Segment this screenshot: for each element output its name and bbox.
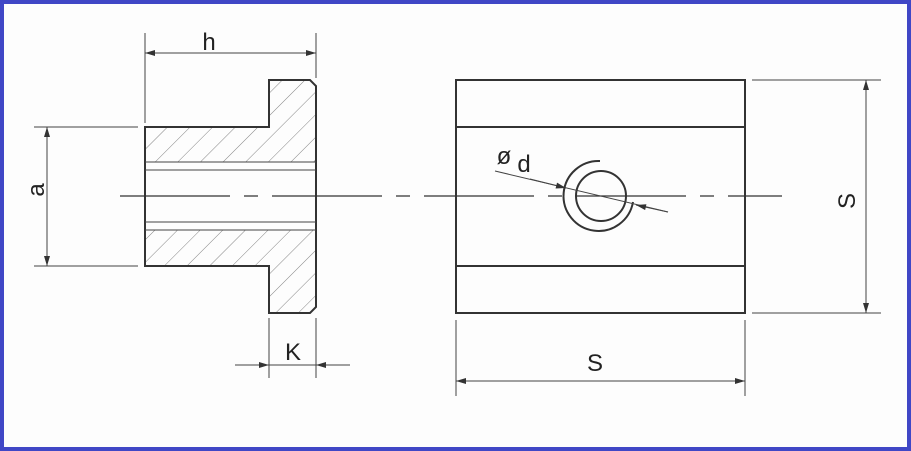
label-s-horizontal: S bbox=[587, 350, 603, 377]
section-outline bbox=[144, 79, 317, 314]
hatch-top bbox=[145, 80, 316, 162]
label-a: a bbox=[23, 183, 50, 197]
dimension-h: h bbox=[144, 29, 317, 123]
hatch-bottom bbox=[145, 230, 316, 313]
dimension-k: K bbox=[235, 318, 350, 378]
dimension-s-horizontal: S bbox=[455, 320, 746, 396]
thread-arc bbox=[562, 159, 634, 232]
label-d: d bbox=[517, 151, 530, 178]
dimension-s-vertical: S bbox=[752, 79, 881, 314]
bore-circle bbox=[575, 170, 627, 222]
dimension-a: a bbox=[23, 126, 138, 267]
label-k: K bbox=[285, 339, 301, 366]
label-h: h bbox=[202, 29, 215, 56]
front-view: ø d bbox=[455, 79, 746, 314]
label-diameter-symbol: ø bbox=[497, 143, 512, 170]
section-view bbox=[144, 79, 317, 314]
label-s-vertical: S bbox=[834, 193, 861, 209]
